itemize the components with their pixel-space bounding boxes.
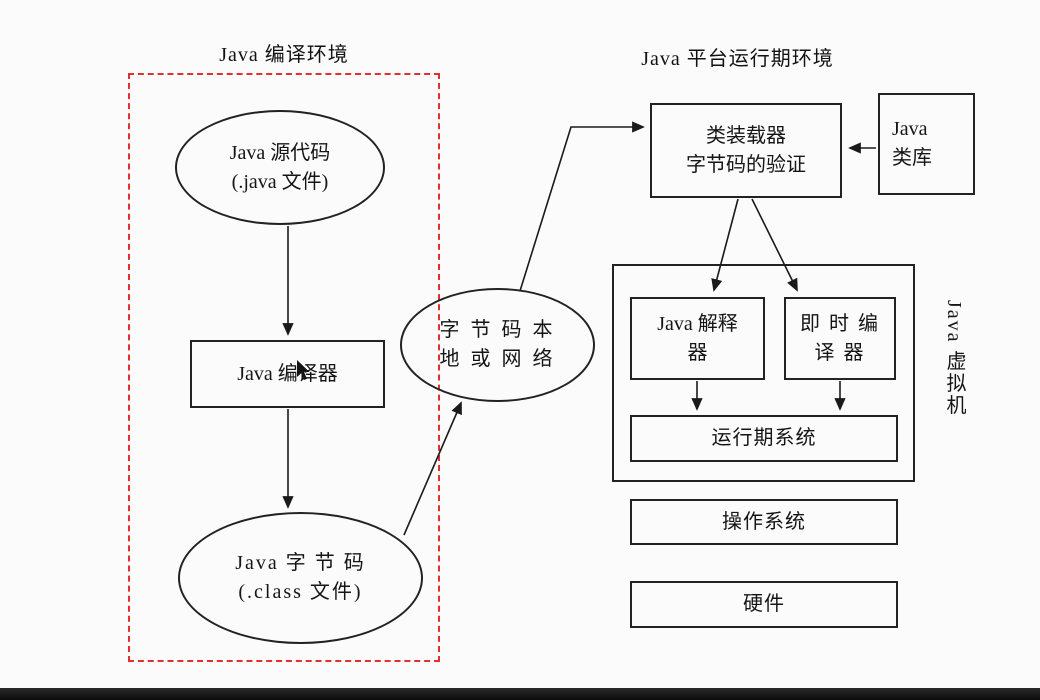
compile-env-title: Java 编译环境	[219, 44, 349, 66]
node-java-interpreter-label: Java 解释 器	[657, 312, 738, 364]
node-class-loader: 类装载器 字节码的验证	[650, 103, 842, 198]
jvm-vertical-label: Java 虚拟机	[943, 300, 965, 417]
node-java-interpreter: Java 解释 器	[630, 297, 765, 380]
node-jit-compiler-label: 即 时 编 译 器	[800, 312, 880, 364]
node-class-library: Java 类库	[878, 93, 975, 195]
node-java-bytecode: Java 字 节 码 (.class 文件)	[178, 512, 423, 644]
node-class-loader-label: 类装载器 字节码的验证	[686, 124, 806, 176]
node-bytecode-transfer-label: 字 节 码 本 地 或 网 络	[439, 319, 556, 370]
node-hardware: 硬件	[630, 581, 898, 628]
node-class-library-label: Java 类库	[892, 118, 932, 169]
node-runtime-system: 运行期系统	[630, 415, 898, 462]
node-jit-compiler: 即 时 编 译 器	[784, 297, 896, 380]
video-bottom-bar	[0, 688, 1040, 700]
node-hardware-label: 硬件	[743, 593, 785, 615]
node-bytecode-transfer: 字 节 码 本 地 或 网 络	[400, 288, 595, 402]
runtime-env-title: Java 平台运行期环境	[641, 48, 834, 70]
node-java-bytecode-label: Java 字 节 码 (.class 文件)	[235, 552, 366, 603]
node-runtime-system-label: 运行期系统	[711, 427, 817, 449]
node-operating-system: 操作系统	[630, 499, 898, 545]
node-java-compiler-label: Java 编译器	[237, 362, 338, 385]
node-java-source-label: Java 源代码 (.java 文件)	[229, 141, 331, 193]
node-operating-system-label: 操作系统	[722, 510, 806, 533]
node-java-compiler: Java 编译器	[190, 340, 385, 408]
node-java-source: Java 源代码 (.java 文件)	[175, 110, 385, 225]
